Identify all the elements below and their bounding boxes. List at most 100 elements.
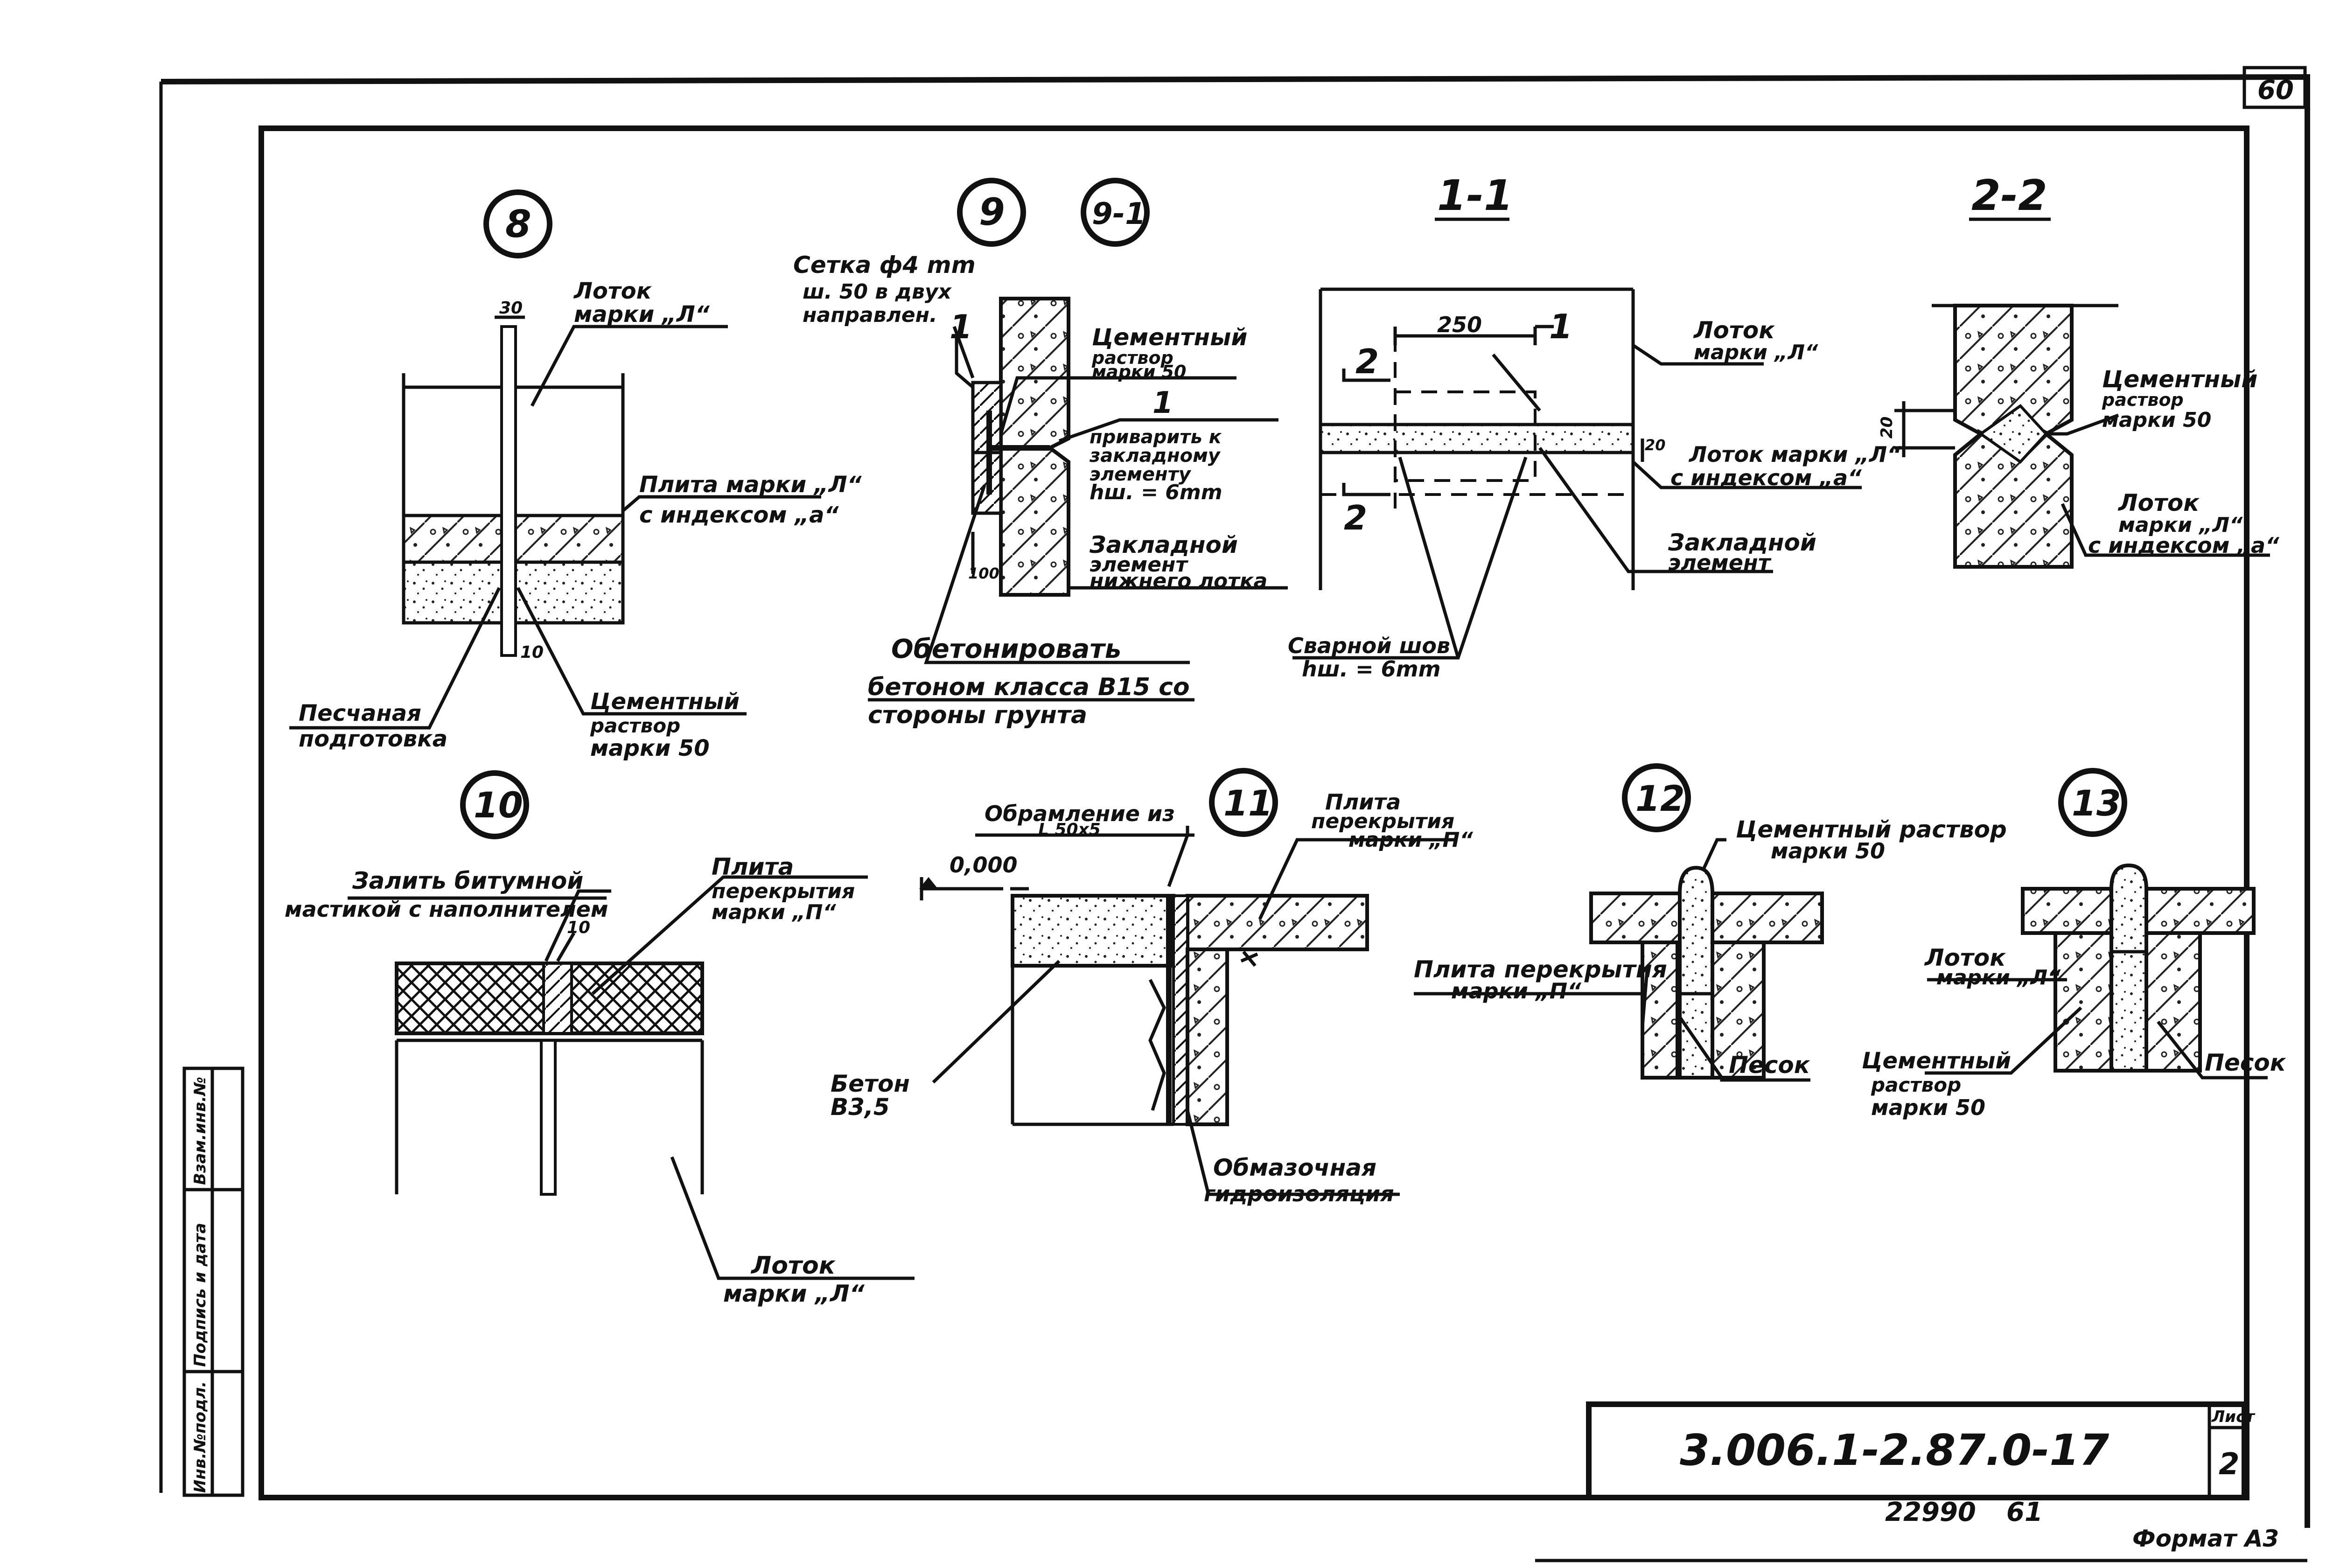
d11-concrete-label-2: В3,5 [831,1094,890,1121]
d9-mark-1: 1 [950,308,972,346]
d9-mesh-label-2: ш. 50 в двух [803,280,952,304]
d12-mortar-label-2: марки 50 [1771,838,1885,864]
s22-mortar-label-1: Цементный [2102,366,2257,393]
d9-embed-label-2: элемент [1090,553,1188,577]
detail-13: 13 [1925,768,2268,1080]
d11-concrete-label-1: Бетон [831,1070,910,1097]
d9-mesh-label-1: Сетка ф4 mm [793,251,976,279]
s11-embed-label-1: Закладной [1668,529,1816,556]
s22-trough-label-2: марки „Л“ [2118,513,2243,537]
section-2-2-title: 2-2 [1971,171,2047,220]
d9-dim-100: 100 [968,564,999,582]
s11-trough-label-1: Лоток [1693,317,1775,344]
d10-trough-label-2: марки „Л“ [723,1280,865,1307]
d8-slab-label-2: с индексом „а“ [639,502,839,528]
d10-slab-label-2: перекрытия [712,879,855,903]
d9-weld-label-2: закладному [1089,445,1221,467]
detail-12-id: 12 [1635,778,1685,819]
s22-mortar-label-3: марки 50 [2102,408,2211,432]
d8-slab-label-1: Плита марки „Л“ [639,472,862,498]
s22-trough-label-1: Лоток [2117,489,2200,516]
detail-13-id: 13 [2072,782,2121,824]
stamp-vzam-inv: Взам.инв.№ [191,1077,210,1185]
s22-dim-20: 20 [1878,417,1896,439]
d9-mortar-label-1: Цементный [1092,324,1247,351]
d9-weld-label-3: элементу [1090,464,1192,485]
d11-waterproof-label-2: гидроизоляция [1204,1181,1394,1206]
detail-10-id: 10 [474,784,523,826]
page-number: 61 [2006,1497,2043,1527]
d11-frame-label-1: Обрамление из [985,801,1175,826]
s11-mark-1: 1 [1549,307,1572,346]
d8-mortar-label-2: раствор [590,714,680,737]
d8-mortar-label-3: марки 50 [590,735,710,761]
d9-mesh-label-3: направлен. [803,303,937,327]
d9-weld-mark: 1 [1153,386,1173,420]
detail-10: 10 [348,770,915,1280]
detail-11: 11 [919,768,1456,1196]
stamp-inv-podl: Инв.№подл. [191,1381,210,1493]
d8-mortar-label-1: Цементный [590,689,740,715]
d10-slab-label-1: Плита [712,853,794,880]
copy-number: 22990 [1885,1497,1976,1527]
s11-weld-label-1: Сварной шов [1288,633,1450,658]
d9-mortar-label-2: раствор [1091,348,1173,368]
d10-dim-10: 10 [567,918,590,937]
detail-9-id: 9 [979,190,1005,234]
detail-9-1-id: 9-1 [1092,197,1146,231]
detail-8: 8 [289,189,821,730]
d11-level: 0,000 [950,852,1018,878]
d11-slab-label-2: перекрытия [1311,809,1454,833]
d11-frame-label-2: L 50x5 [1038,820,1101,839]
d10-fill-label-1: Залить битумной [352,867,583,894]
d9-concrete-label-2: бетоном класса В15 со [868,673,1190,701]
s11-weld-label-2: hш. = 6mm [1302,656,1441,682]
d13-trough-label-2: марки „Л“ [1936,966,2061,990]
detail-9: 9 9-1 [868,178,1288,702]
d11-slab-label-1: Плита [1325,789,1401,815]
d13-mortar-label-1: Цементный [1862,1048,2011,1074]
d10-slab-label-3: марки „П“ [712,900,836,924]
d11-waterproof-label-1: Обмазочная [1213,1154,1376,1181]
d8-dim-10: 10 [520,643,544,662]
detail-11-id: 11 [1223,782,1273,824]
d8-sand-label-1: Песчаная [299,700,421,726]
detail-8-id: 8 [505,202,531,246]
d12-slab-label-1: Плита перекрытия [1414,956,1667,983]
d9-mortar-label-3: марки 50 [1092,362,1186,382]
d12-sand-label: Песок [1729,1052,1810,1079]
section-1-1-title: 1-1 [1437,171,1513,220]
d10-fill-label-2: мастикой с наполнителем [285,897,608,922]
s11-dim-250: 250 [1437,312,1482,337]
d9-embed-label-3: нижнего лотка [1090,569,1267,593]
section-2-2: 2-2 [1894,171,2270,569]
s11-dim-20: 20 [1645,436,1666,454]
d9-embed-label-1: Закладной [1089,531,1238,558]
sheet-label: Лист [2211,1408,2256,1426]
d9-weld-label-1: приварить к [1090,426,1222,448]
d8-dim-30: 30 [499,299,523,318]
d9-concrete-label-1: Обетонировать [891,634,1121,664]
d13-sand-label: Песок [2205,1049,2286,1076]
drawing-code: 3.006.1-2.87.0-17 [1680,1425,2109,1475]
detail-12: 12 [1414,763,1824,1082]
d13-trough-label-1: Лоток [1924,944,2006,971]
d8-sand-label-2: подготовка [299,726,447,752]
s11-trough-label-2: марки „Л“ [1694,341,1818,364]
d9-concrete-label-3: стороны грунта [868,701,1087,729]
stamp-signature-date: Подпись и дата [191,1223,210,1367]
section-1-1: 1-1 [1292,171,1862,660]
title-block [1586,1401,2247,1500]
sheet-frame [159,66,2310,1562]
sheet-number-top: 60 [2257,75,2294,105]
s11-trough-a-label-1: Лоток марки „Л“ [1688,442,1901,467]
d12-slab-label-2: марки „П“ [1451,978,1581,1004]
d13-mortar-label-2: раствор [1871,1073,1961,1096]
format-label: Формат А3 [2132,1525,2279,1552]
s11-embed-label-2: элемент [1668,550,1772,575]
d9-weld-label-4: hш. = 6mm [1090,481,1222,504]
side-stamp: Инв.№подл. Подпись и дата Взам.инв.№ [182,1066,244,1497]
d8-trough-label-1: Лоток [573,278,652,304]
s22-trough-label-3: с индексом „а“ [2088,533,2279,558]
